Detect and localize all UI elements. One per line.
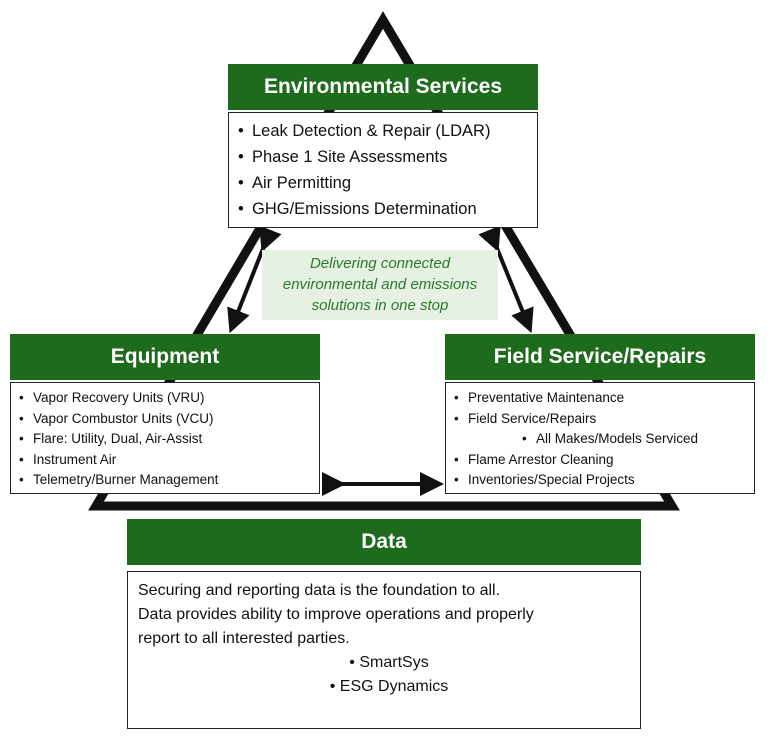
list-item: •All Makes/Models Serviced <box>522 431 699 447</box>
data-text-line: Data provides ability to improve operati… <box>138 606 534 623</box>
list-item: •Phase 1 Site Assessments <box>238 148 448 166</box>
field-service-title: Field Service/Repairs <box>493 345 707 368</box>
equipment-list: •Vapor Recovery Units (VRU) •Vapor Combu… <box>19 388 319 491</box>
list-item: •Telemetry/Burner Management <box>19 472 219 488</box>
list-item: • SmartSys <box>349 654 429 671</box>
environmental-services-header: Environmental Services <box>228 64 538 110</box>
center-note: Delivering connected environmental and e… <box>262 250 498 320</box>
list-item: •Preventative Maintenance <box>454 390 625 405</box>
field-service-list: •Preventative Maintenance •Field Service… <box>454 388 754 491</box>
center-note-line: solutions in one stop <box>311 297 449 314</box>
data-title: Data <box>361 530 407 553</box>
list-item: •GHG/Emissions Determination <box>238 200 477 218</box>
data-text-line: Securing and reporting data is the found… <box>138 582 501 599</box>
list-item: •Leak Detection & Repair (LDAR) <box>238 122 491 140</box>
list-item: •Inventories/Special Projects <box>454 472 635 488</box>
list-item: • ESG Dynamics <box>329 678 449 695</box>
data-text-line: report to all interested parties. <box>138 630 350 647</box>
field-service-box: •Preventative Maintenance •Field Service… <box>445 382 755 494</box>
list-item: •Instrument Air <box>19 451 117 467</box>
arrow-env-field <box>478 225 534 334</box>
list-item: •Flame Arrestor Cleaning <box>454 451 614 467</box>
environmental-services-list: •Leak Detection & Repair (LDAR) •Phase 1… <box>238 118 537 222</box>
environmental-services-box: •Leak Detection & Repair (LDAR) •Phase 1… <box>228 112 538 228</box>
field-service-header: Field Service/Repairs <box>445 334 755 380</box>
equipment-title: Equipment <box>110 345 220 368</box>
equipment-header: Equipment <box>10 334 320 380</box>
data-box: Securing and reporting data is the found… <box>127 571 641 729</box>
equipment-box: •Vapor Recovery Units (VRU) •Vapor Combu… <box>10 382 320 494</box>
environmental-services-title: Environmental Services <box>263 75 503 98</box>
list-item: •Flare: Utility, Dual, Air-Assist <box>19 431 203 447</box>
list-item: •Field Service/Repairs <box>454 410 597 426</box>
data-header: Data <box>127 519 641 565</box>
center-note-line: environmental and emissions <box>282 276 478 293</box>
list-item: •Air Permitting <box>238 174 352 192</box>
list-item: •Vapor Recovery Units (VRU) <box>19 390 205 405</box>
list-item: •Vapor Combustor Units (VCU) <box>19 410 214 426</box>
arrow-env-equipment <box>227 225 282 334</box>
center-note-line: Delivering connected <box>309 255 451 272</box>
